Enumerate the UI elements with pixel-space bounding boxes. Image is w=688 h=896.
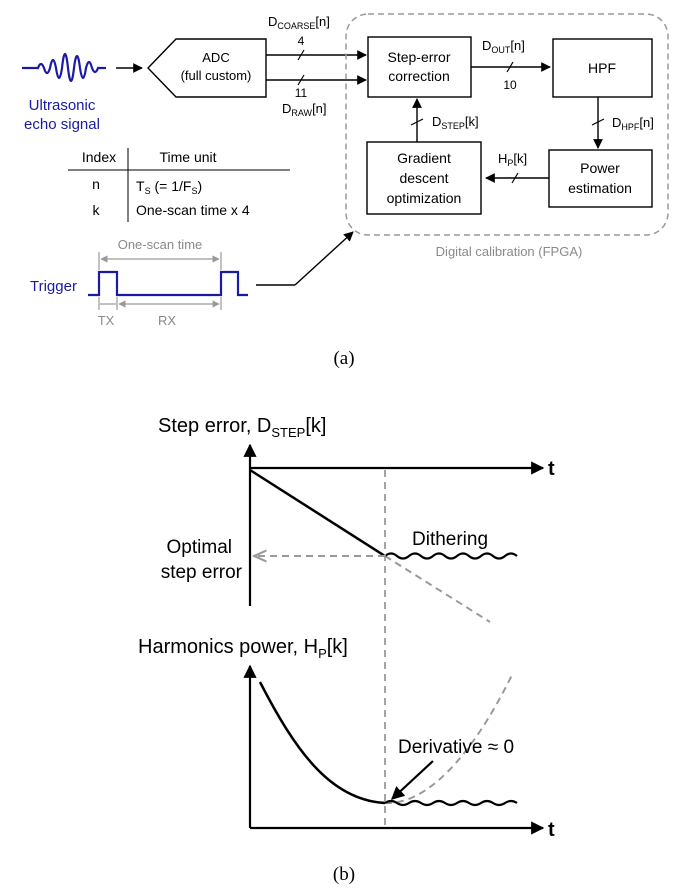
power-label-2: estimation <box>568 180 632 196</box>
power-block <box>548 149 653 208</box>
step-error-title: Step error, DSTEP[k] <box>158 415 326 440</box>
d-coarse-bits: 4 <box>298 34 305 48</box>
derivative-label: Derivative ≈ 0 <box>398 737 514 758</box>
adc-label: ADC <box>202 50 229 65</box>
arrow-d-step-slash <box>410 118 424 126</box>
gradient-label-2: descent <box>399 170 448 186</box>
table-header-index: Index <box>82 149 116 165</box>
h-p-label: HP[k] <box>498 151 527 168</box>
top-t-label: t <box>548 458 555 480</box>
dithering-label: Dithering <box>412 529 488 550</box>
gradient-label-1: Gradient <box>397 150 451 166</box>
step-error-descent <box>249 468 386 558</box>
bus-d-raw-slash <box>297 74 305 86</box>
d-out-bits: 10 <box>503 78 517 92</box>
panel-b-caption: (b) <box>333 864 355 885</box>
hpf-block <box>552 38 653 98</box>
input-label-line1: Ultrasonic <box>29 97 96 114</box>
power-label-1: Power <box>580 160 620 176</box>
bus-d-hpf-slash <box>591 118 605 126</box>
d-coarse-label: DCOARSE[n] <box>268 14 330 31</box>
derivative-arrow <box>391 760 434 800</box>
table-row1-time: TS (= 1/FS) <box>136 178 202 196</box>
bottom-t-label: t <box>548 819 555 841</box>
arrow-trigger-to-fpga-diag <box>294 231 354 286</box>
index-table: Index Time unit n TS (= 1/FS) k One-scan… <box>68 148 290 222</box>
tx-label: TX <box>98 313 115 328</box>
harmonics-title: Harmonics power, HP[k] <box>138 636 348 661</box>
panel-a-caption: (a) <box>333 348 354 369</box>
d-raw-bits: 11 <box>295 86 308 100</box>
step-error-block <box>367 36 472 98</box>
trigger-label: Trigger <box>30 278 77 295</box>
hpf-label: HPF <box>588 60 616 76</box>
arrow-h-p-slash <box>511 172 519 184</box>
panel-a: Ultrasonic echo signal ADC (full custom)… <box>22 13 669 369</box>
d-step-label: DSTEP[k] <box>432 114 479 131</box>
optimal-label-1: Optimal <box>167 537 232 558</box>
d-hpf-label: DHPF[n] <box>612 115 654 132</box>
fpga-label: Digital calibration (FPGA) <box>436 244 583 259</box>
gradient-label-3: optimization <box>387 190 462 206</box>
step-error-label-2: correction <box>388 68 449 84</box>
rx-label: RX <box>158 313 176 328</box>
bus-d-coarse-slash <box>297 49 305 61</box>
step-error-extrapolation <box>384 555 491 623</box>
step-error-label-1: Step-error <box>387 49 450 65</box>
table-row2-index: k <box>93 202 101 218</box>
table-row2-time: One-scan time x 4 <box>136 202 250 218</box>
bus-d-out-slash <box>506 61 514 73</box>
trigger-waveform <box>88 270 248 297</box>
input-label-line2: echo signal <box>24 116 100 133</box>
one-scan-label: One-scan time <box>118 237 203 252</box>
adc-block <box>147 38 267 98</box>
gradient-block <box>366 141 482 215</box>
optimal-label-2: step error <box>161 562 243 583</box>
echo-waveform <box>22 52 106 83</box>
harmonics-dithering <box>384 799 518 807</box>
harmonics-curve <box>258 681 386 805</box>
panel-b: Step error, DSTEP[k] t Dithering Optimal… <box>138 415 555 885</box>
adc-sublabel: (full custom) <box>181 68 252 83</box>
harmonics-extrapolation <box>384 674 513 805</box>
table-header-time: Time unit <box>159 149 216 165</box>
table-row1-index: n <box>92 176 100 192</box>
dithering-wave <box>384 552 518 560</box>
fpga-region <box>345 13 669 236</box>
d-raw-label: DRAW[n] <box>282 101 327 118</box>
d-out-label: DOUT[n] <box>482 38 525 55</box>
